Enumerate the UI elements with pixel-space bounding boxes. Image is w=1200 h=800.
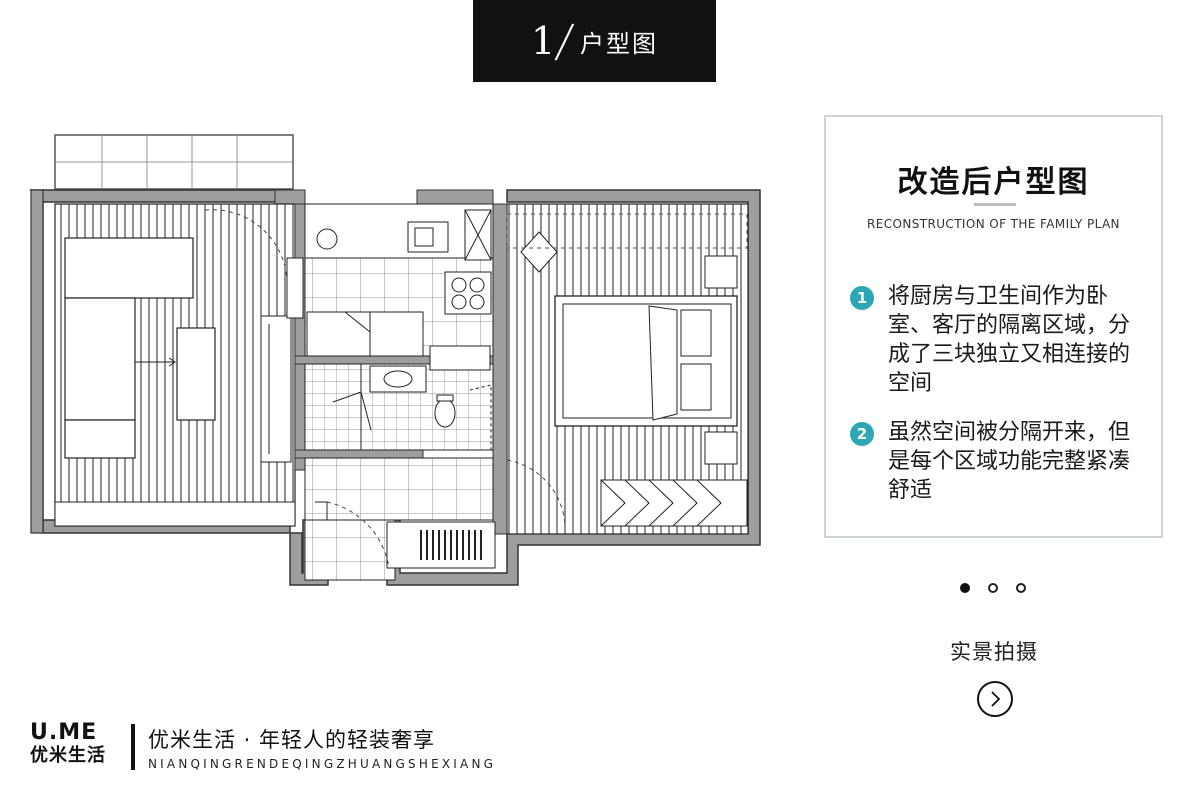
brand-slogan-pinyin: NIANQINGRENDEQINGZHUANGSHEXIANG [148, 757, 497, 771]
title-divider [974, 203, 1016, 206]
number-badge-icon: 1 [850, 286, 874, 310]
live-photo-label: 实景拍摄 [950, 640, 1038, 664]
carousel-dot-2[interactable] [988, 583, 998, 593]
brand-logo-chinese: 优米生活 [30, 745, 106, 766]
floor-plan-drawing [29, 134, 761, 586]
brand-logo: U.ME 优米生活 [30, 722, 118, 768]
brand-slogan: 优米生活 · 年轻人的轻装奢享 [148, 728, 436, 752]
info-point-1: 1 将厨房与卫生间作为卧室、客厅的隔离区域，分成了三块独立又相连接的空间 [850, 282, 1150, 398]
info-card-subtitle: RECONSTRUCTION OF THE FAMILY PLAN [867, 217, 1120, 231]
chevron-right-icon [991, 691, 1001, 707]
section-tab: 1 / 户型图 [473, 0, 716, 82]
info-point-text: 虽然空间被分隔开来，但是每个区域功能完整紧凑舒适 [888, 420, 1131, 503]
info-point-2: 2 虽然空间被分隔开来，但是每个区域功能完整紧凑舒适 [850, 418, 1150, 505]
info-card-title: 改造后户型图 [897, 165, 1090, 200]
carousel-dot-1[interactable] [960, 583, 970, 593]
section-number: 1 [530, 19, 556, 63]
info-point-text: 将厨房与卫生间作为卧室、客厅的隔离区域，分成了三块独立又相连接的空间 [888, 284, 1131, 396]
brand-divider [131, 724, 135, 770]
next-button[interactable] [977, 681, 1013, 717]
section-slash: / [552, 15, 577, 67]
carousel-dot-3[interactable] [1016, 583, 1026, 593]
info-card: 改造后户型图 RECONSTRUCTION OF THE FAMILY PLAN… [824, 115, 1163, 538]
number-badge-icon: 2 [850, 422, 874, 446]
section-title: 户型图 [580, 29, 658, 58]
brand-logo-latin: U.ME [30, 720, 98, 745]
carousel-pagination [960, 583, 1026, 593]
